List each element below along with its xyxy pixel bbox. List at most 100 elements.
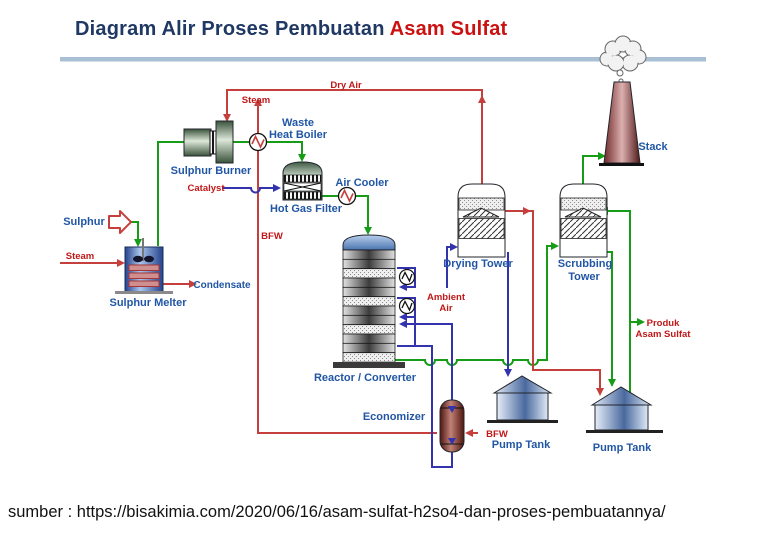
arrowhead: [254, 98, 262, 106]
arrowhead: [596, 388, 604, 396]
waste-heat-boiler-exchanger-icon: [248, 132, 268, 152]
spray-distributor: [462, 207, 500, 218]
title-part-1: Diagram Alir Proses Pembuatan: [75, 18, 385, 40]
arrowhead: [189, 280, 197, 288]
label-sulphur-burner: Sulphur Burner: [171, 165, 252, 177]
interstage-cooler-icon: [398, 297, 416, 315]
filter-band: [283, 191, 322, 200]
arrowhead: [608, 379, 616, 387]
arrowhead: [478, 95, 486, 103]
reactor-bed: [342, 314, 396, 326]
arrowhead: [399, 283, 407, 291]
sulphur-melter: [115, 238, 173, 294]
steam-coil: [128, 280, 160, 287]
tank-body: [496, 392, 549, 421]
label-pump-tank-2: Pump Tank: [593, 442, 652, 454]
agitator-blade: [144, 255, 154, 263]
arrowhead: [399, 313, 407, 321]
air-cooler-exchanger-icon: [337, 186, 357, 206]
arrowhead: [117, 259, 125, 267]
label-stack: Stack: [638, 141, 668, 153]
arrowhead: [298, 154, 306, 162]
reactor-bed: [342, 324, 396, 335]
label-bfw-left: BFW: [261, 231, 283, 242]
sulphur-burner: [183, 120, 234, 164]
steam-coil: [128, 264, 160, 271]
label-pump-tank-1: Pump Tank: [492, 439, 551, 451]
spray-distributor: [564, 207, 602, 218]
labels: Sulphur Steam Condensate Sulphur Melter …: [63, 80, 691, 454]
label-produk-2: Asam Sulfat: [636, 329, 692, 340]
label-steam-melter: Steam: [66, 251, 95, 262]
label-condensate: Condensate: [193, 280, 251, 291]
reactor-converter: [333, 234, 405, 368]
pipe-scrubber-drain: [607, 251, 613, 382]
arrowhead: [598, 152, 606, 160]
reactor-bed: [342, 296, 396, 307]
pipe-economizer-loop: [397, 323, 453, 468]
stack-chimney: [603, 81, 641, 164]
melter-base: [115, 291, 173, 294]
pipes: [60, 89, 641, 468]
label-economizer: Economizer: [363, 411, 426, 423]
pipe-pump2-circulation: [603, 210, 631, 396]
arrowhead: [223, 114, 231, 122]
stack-base: [599, 163, 644, 166]
reactor-dome: [342, 234, 396, 251]
label-steam-top: Steam: [242, 95, 271, 106]
reactor-bed: [342, 277, 396, 288]
filter-band: [283, 174, 322, 183]
drying-tower: [457, 183, 506, 258]
reactor-bed: [342, 342, 396, 354]
arrowhead: [523, 207, 531, 215]
label-waste-heat-boiler-2: Heat Boiler: [269, 129, 328, 141]
tank-body: [594, 404, 649, 431]
tank-base: [586, 430, 663, 433]
economizer-vessel: [439, 399, 465, 453]
label-ambient-air-2: Air: [439, 303, 453, 314]
arrowhead: [399, 320, 407, 328]
pipe-sulphur-feed: [129, 221, 139, 240]
stack: [599, 35, 647, 166]
packing-band: [560, 218, 607, 239]
reactor-bed: [342, 286, 396, 298]
hot-gas-filter: [282, 161, 323, 201]
reactor-bed: [342, 305, 396, 316]
label-sulphur: Sulphur: [63, 216, 105, 228]
scrubbing-tower: [559, 183, 608, 258]
arrowhead: [448, 406, 456, 413]
arrowhead: [448, 438, 456, 445]
arrowhead: [273, 184, 281, 192]
arrowhead: [134, 239, 142, 247]
steam-coil: [128, 272, 160, 279]
arrowhead: [450, 243, 458, 251]
smoke-cloud-icon: [599, 35, 647, 84]
tank-base: [487, 420, 558, 423]
arrowhead: [637, 318, 645, 326]
title-divider: [60, 57, 706, 62]
label-bfw-econ: BFW: [486, 429, 508, 440]
pump-tank-1: [487, 375, 558, 423]
packing-band: [458, 218, 505, 239]
pipe-so2-to-reactor: [322, 195, 369, 230]
arrowhead: [551, 242, 559, 250]
source-attribution: sumber : https://bisakimia.com/2020/06/1…: [8, 503, 666, 521]
agitator-blade: [133, 255, 143, 263]
pipe-bfw-to-boiler: [257, 150, 437, 434]
pump-tank-2: [586, 386, 663, 433]
arrowhead: [465, 429, 473, 437]
label-scrubbing-tower-1: Scrubbing: [558, 258, 612, 270]
arrowhead: [504, 369, 512, 377]
reactor-base: [333, 362, 405, 368]
burner-barrel: [183, 128, 212, 157]
label-hot-gas-filter: Hot Gas Filter: [270, 203, 343, 215]
interstage-cooler-icon: [398, 268, 416, 286]
label-dry-air: Dry Air: [330, 80, 362, 91]
sulphur-inlet-block-arrow-icon: [108, 210, 132, 234]
label-drying-tower: Drying Tower: [443, 258, 513, 270]
arrowhead: [364, 227, 372, 235]
pipe-dry-air: [226, 89, 483, 184]
page-title: Diagram Alir Proses Pembuatan Asam Sulfa…: [75, 18, 507, 41]
